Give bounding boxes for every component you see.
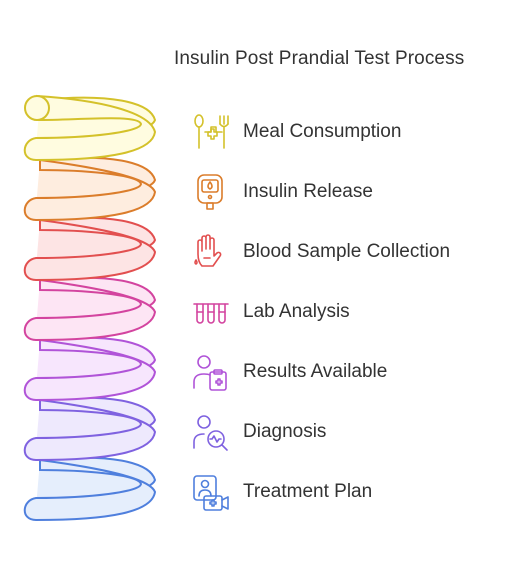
coil-band-3	[23, 218, 157, 282]
coil-band-7	[23, 458, 157, 522]
test-tubes-icon	[193, 303, 229, 324]
fork-spoon-icon	[194, 114, 229, 149]
coil-band-1	[23, 94, 157, 162]
coil-start-cap	[24, 95, 50, 121]
coil-band-4	[23, 278, 157, 342]
step-diagnosis: Diagnosis	[190, 410, 500, 454]
step-label: Meal Consumption	[243, 121, 402, 142]
step-label: Results Available	[243, 361, 388, 382]
spiral-coil	[23, 94, 157, 522]
step-insulin-release: Insulin Release	[190, 170, 500, 214]
step-blood-sample-collection: Blood Sample Collection	[190, 230, 500, 274]
step-lab-analysis: Lab Analysis	[190, 290, 500, 334]
step-meal-consumption: Meal Consumption	[190, 110, 500, 154]
hand-blood-icon	[194, 234, 222, 267]
step-treatment-plan: Treatment Plan	[190, 470, 500, 514]
step-label: Insulin Release	[243, 181, 373, 202]
user-search-icon	[193, 415, 228, 451]
diagram-title: Insulin Post Prandial Test Process	[174, 48, 465, 69]
step-label: Lab Analysis	[243, 301, 350, 322]
coil-band-6	[23, 398, 157, 462]
step-label: Treatment Plan	[243, 481, 373, 502]
step-label: Blood Sample Collection	[243, 241, 451, 262]
doctor-clipboard-icon	[193, 355, 227, 391]
coil-band-2	[23, 158, 157, 222]
glucometer-icon	[197, 174, 223, 210]
step-results-available: Results Available	[190, 350, 500, 394]
telehealth-icon	[193, 475, 229, 511]
step-label: Diagnosis	[243, 421, 327, 442]
coil-band-5	[23, 338, 157, 402]
